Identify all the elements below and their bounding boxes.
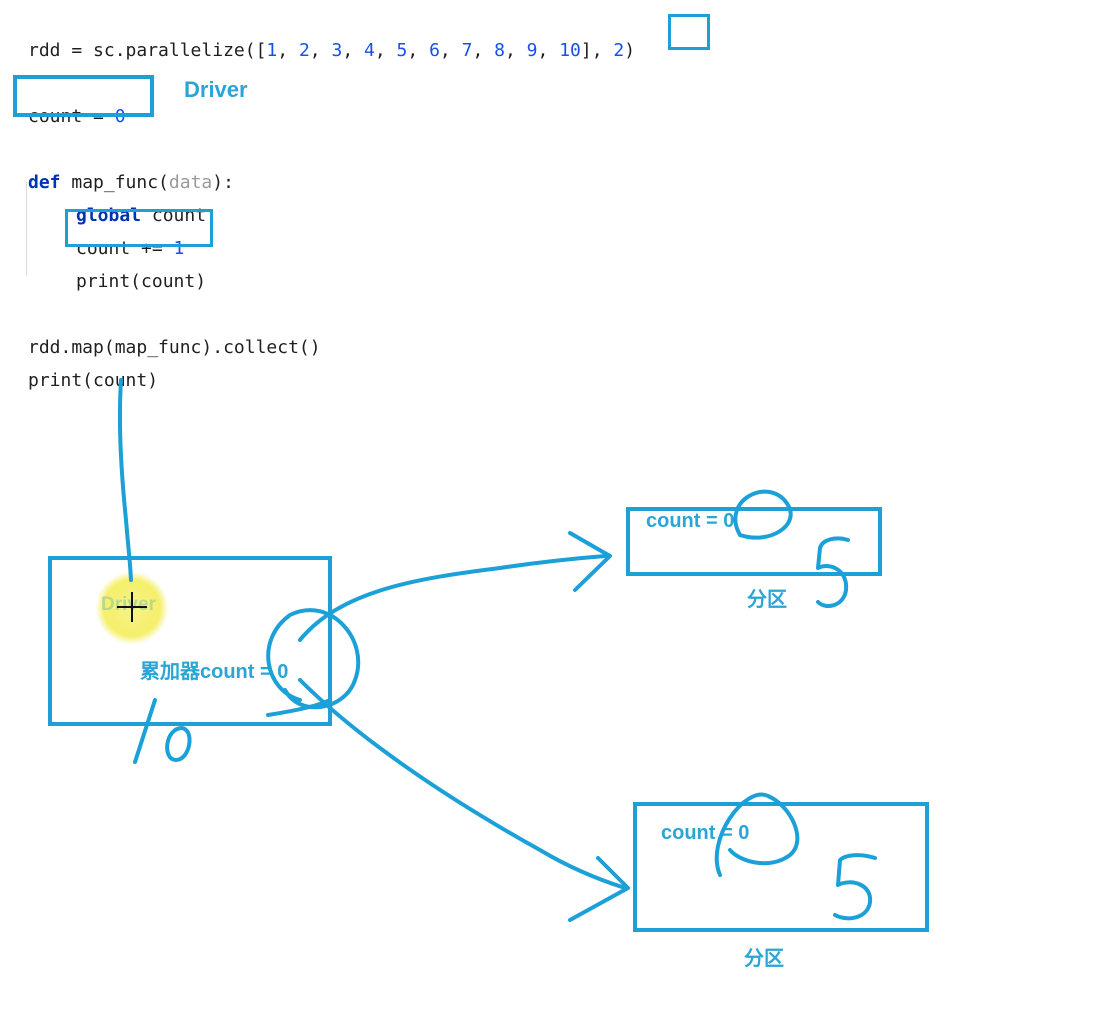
- highlight-box-count-init: [13, 75, 154, 117]
- partition2-label: 分区: [744, 948, 784, 970]
- partition1-circle: [733, 489, 793, 540]
- driver-box: [48, 556, 332, 726]
- code-number: 8: [494, 40, 505, 61]
- highlight-box-increment: [65, 209, 213, 247]
- partition2-five: [833, 853, 877, 921]
- arrowhead-1: [568, 531, 612, 592]
- code-line-parallelize: rdd = sc.parallelize([1, 2, 3, 4, 5, 6, …: [28, 40, 636, 61]
- code-partitions-arg: 2: [613, 40, 625, 61]
- code-line-map-collect: rdd.map(map_func).collect(): [28, 318, 321, 358]
- code-number: 1: [266, 40, 278, 61]
- driver-label: Driver: [184, 77, 248, 102]
- code-number: 7: [461, 40, 473, 61]
- code-token: map_func(: [60, 172, 169, 193]
- code-number: 6: [429, 40, 440, 61]
- code-token: ):: [212, 172, 234, 193]
- code-token: ): [624, 40, 636, 61]
- driver-total-one: [133, 698, 157, 764]
- code-token: rdd.map(map_func).collect(): [28, 337, 321, 358]
- code-number: 4: [364, 40, 375, 61]
- code-keyword: def: [28, 172, 61, 193]
- arrow-to-partition-2: [298, 678, 627, 890]
- arrowhead-2: [568, 856, 630, 922]
- crosshair-cursor-icon: [117, 592, 147, 622]
- arrow-to-partition-1: [298, 554, 607, 642]
- code-token: ],: [580, 40, 614, 61]
- code-number: 2: [298, 40, 310, 61]
- code-param: data: [168, 172, 213, 193]
- code-token: print(count): [28, 370, 159, 391]
- code-number: 5: [396, 40, 408, 61]
- driver-box-label: Driver: [101, 594, 156, 615]
- code-line-print-inner: print(count): [76, 252, 206, 292]
- code-number: 3: [331, 40, 343, 61]
- accumulator-label: 累加器count = 0: [140, 661, 289, 683]
- code-line-def: def map_func(data):: [28, 153, 234, 193]
- code-number: 9: [526, 40, 538, 61]
- code-token: print(count): [76, 271, 207, 292]
- partition-box-1: [626, 507, 882, 576]
- partition1-label: 分区: [747, 589, 787, 611]
- code-line-print-outer: print(count): [28, 351, 158, 391]
- code-line-increment: count += 1: [76, 219, 184, 259]
- code-token: count +=: [76, 238, 174, 259]
- partition1-count-label: count = 0: [646, 510, 735, 532]
- highlight-box-partitions: [668, 14, 710, 50]
- partition2-circle: [714, 792, 800, 877]
- pointer-line: [117, 378, 133, 582]
- return-stroke: [266, 698, 332, 717]
- code-token: rdd = sc.parallelize([: [28, 40, 267, 61]
- indent-guide: [26, 182, 27, 276]
- driver-total-zero: [165, 726, 192, 762]
- code-number: 1: [173, 238, 185, 259]
- partition1-five: [816, 536, 850, 608]
- code-number: 10: [559, 40, 581, 61]
- partition2-count-label: count = 0: [661, 822, 750, 844]
